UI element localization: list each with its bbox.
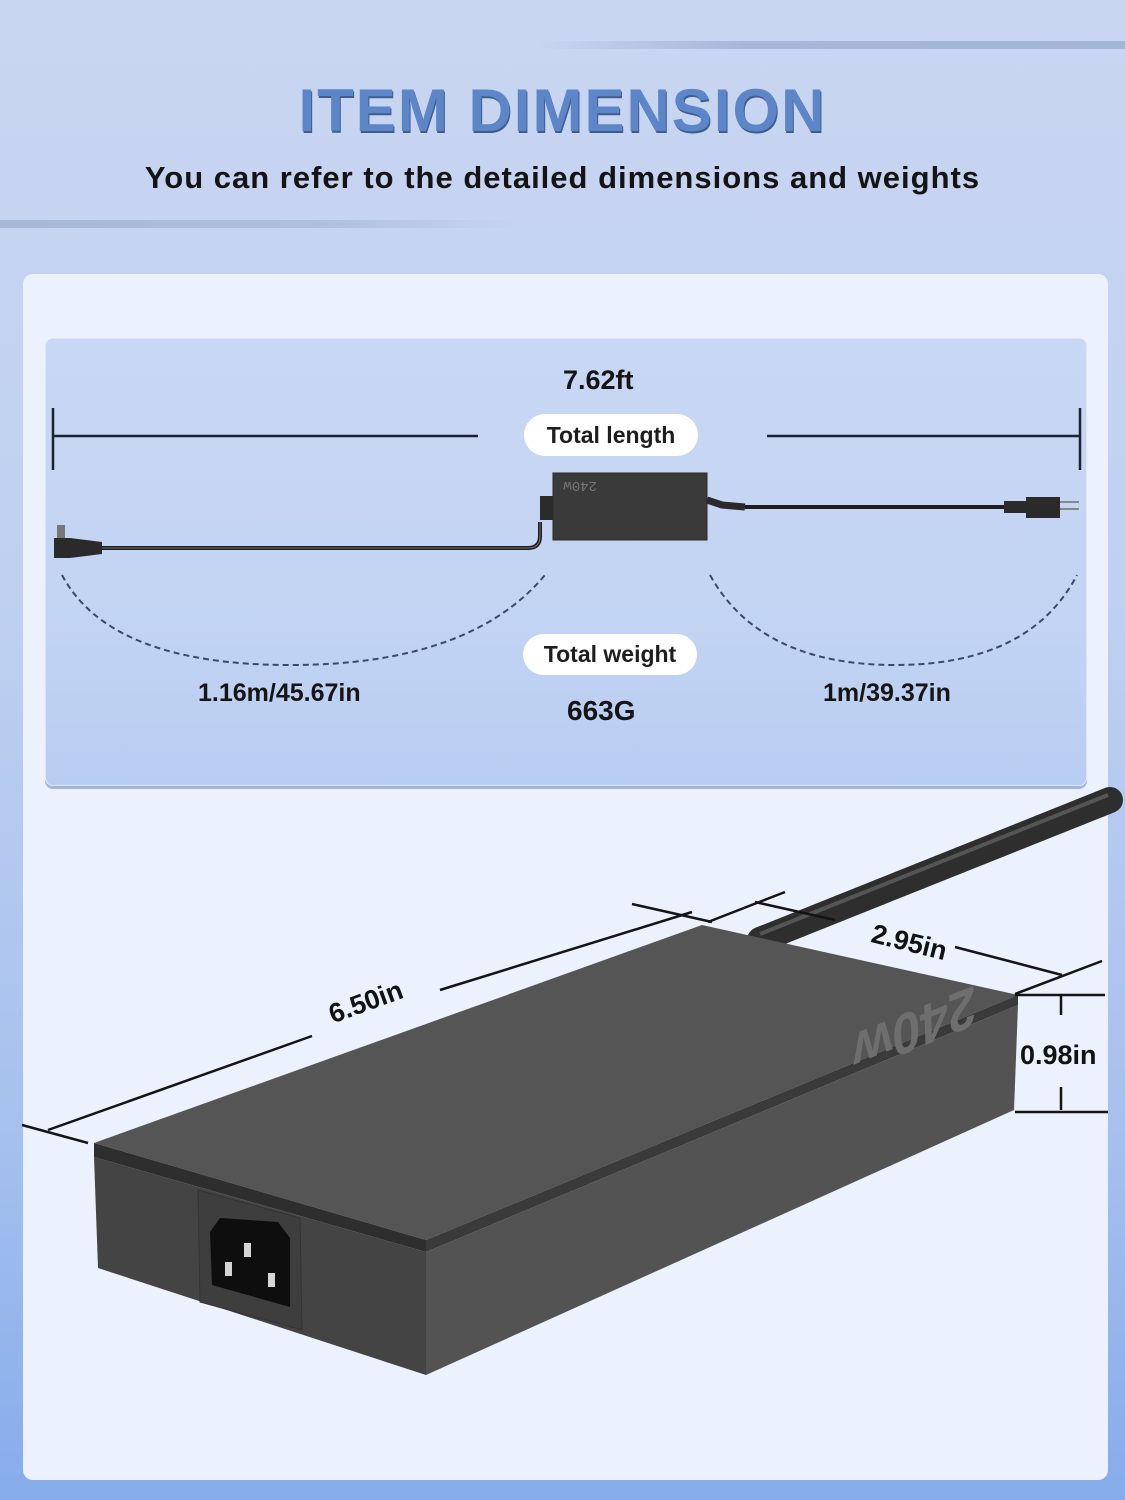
total-weight-badge: Total weight — [523, 634, 697, 675]
decorative-accent-bar-bottom — [0, 220, 520, 228]
svg-text:240w: 240w — [563, 477, 597, 493]
cable-overview-card — [45, 338, 1087, 786]
adapter-dimension-lines — [21, 890, 1108, 1145]
total-weight-value: 663G — [567, 695, 636, 726]
ac-cable-length-arc — [709, 574, 1078, 667]
dc-cable-icon — [54, 522, 542, 558]
total-length-dimension-line — [51, 408, 1082, 470]
decorative-accent-bar-top — [540, 41, 1125, 49]
ac-cable-icon — [705, 496, 1079, 518]
page-title: ITEM DIMENSION — [298, 77, 827, 144]
total-length-badge: Total length — [524, 414, 698, 456]
adapter-height-label: 0.98in — [1020, 1040, 1097, 1070]
adapter-brick-small-icon: 240w — [540, 472, 708, 541]
total-length-value: 7.62ft — [563, 365, 634, 395]
dc-cable-length-label: 1.16m/45.67in — [198, 679, 361, 707]
dc-cable-length-arc — [61, 574, 546, 667]
adapter-3d-illustration: 240w — [94, 787, 1123, 1375]
page-subtitle: You can refer to the detailed dimensions… — [144, 160, 981, 195]
ac-cable-length-label: 1m/39.37in — [823, 679, 951, 707]
